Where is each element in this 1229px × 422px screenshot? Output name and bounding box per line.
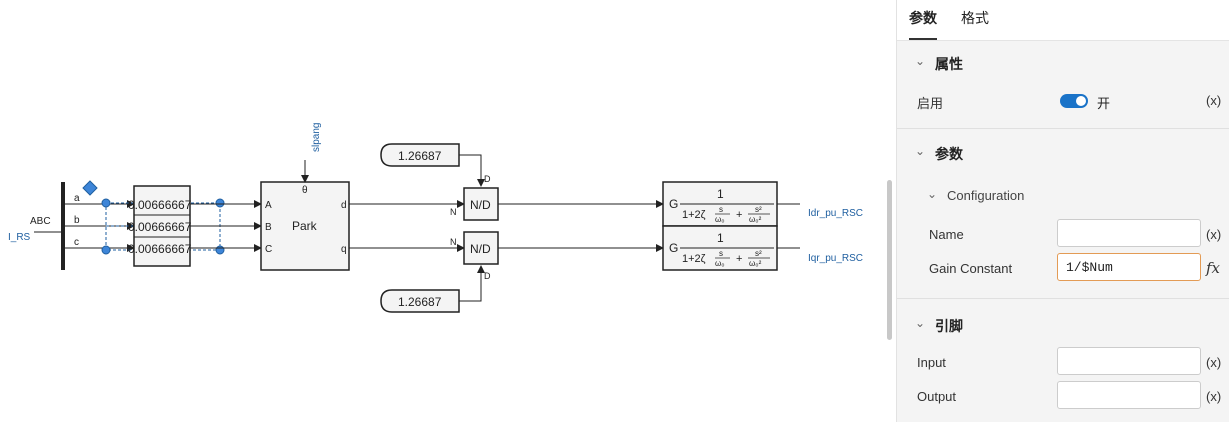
selection-handle[interactable] [101,245,111,255]
park-port-a: A [265,200,272,211]
name-label: Name [929,227,964,242]
chevron-down-icon: ⌄ [915,144,926,158]
section-properties-title: 属性 [935,56,963,72]
tab-format[interactable]: 格式 [961,10,989,26]
park-port-c: C [265,244,272,255]
section-pins-title: 引脚 [935,318,963,334]
properties-panel: 参数 格式 ⌄ 属性 启用 开 (x) ⌄ 参数 ⌄ Configuration… [896,0,1229,422]
park-transform-block[interactable] [260,181,350,271]
transfer-function-bottom[interactable]: G 1 1+2ζ s ω₀ + s² ω₀² [662,225,778,271]
name-expression-button[interactable]: (x) [1206,227,1222,242]
gain-constant-label: Gain Constant [929,261,1013,276]
phase-label-c: c [74,237,79,248]
tf-den-bottom: 1+2ζ [682,253,706,265]
tf-s-top: s [719,205,723,214]
divider-label-top: N/D [470,198,491,212]
gain-value-b: 0.00666667 [128,220,192,234]
active-tab-indicator [909,38,937,40]
output-pin-label: Output [917,389,957,404]
park-theta-port: θ [302,185,308,196]
constant-value-top: 1.26687 [398,149,442,163]
gain-block-group[interactable] [133,185,191,267]
divider-block-top[interactable] [463,187,499,221]
panel-tabs: 参数 格式 [897,0,1229,41]
transfer-function-top[interactable]: G 1 1+2ζ s ω₀ + s² ω₀² [662,181,778,227]
slip-angle-label[interactable]: slpang [311,123,322,152]
park-port-q: q [341,244,347,255]
output-pin-expression-button[interactable]: (x) [1206,389,1222,404]
selection-handle[interactable] [101,198,111,208]
input-pin-field[interactable] [1057,347,1201,375]
tf-num-bottom: 1 [717,231,724,245]
output-label-idr[interactable]: Idr_pu_RSC [808,208,863,219]
selection-handle[interactable] [215,198,225,208]
bus-label: ABC [30,216,51,227]
section-params-title: 参数 [935,146,963,162]
canvas-scrollbar[interactable] [887,180,892,340]
section-properties-header[interactable]: ⌄ 属性 [897,54,1229,74]
park-port-b: B [265,222,272,233]
divider-label-bottom: N/D [470,242,491,256]
tf-s2-top: s² [755,205,762,214]
divider-port-n-top: N [450,207,457,217]
constant-value-bottom: 1.26687 [398,295,442,309]
output-pin-field[interactable] [1057,381,1201,409]
tf-w0-top: ω₀ [715,215,725,224]
constant-block-bottom[interactable] [380,289,460,313]
divider-port-d-top: D [484,174,491,184]
phase-label-a: a [74,193,80,204]
config-group-title: Configuration [947,188,1025,203]
divider-port-n-bottom: N [450,237,457,247]
gain-value-a: 0.00666667 [128,198,192,212]
chevron-down-icon: ⌄ [915,316,926,330]
enable-expression-button[interactable]: (x) [1206,93,1222,108]
diagram-canvas[interactable]: I_RS ABC a b c 0.00666667 0.00666667 0.0… [0,0,895,422]
divider-port-d-bottom: D [484,271,491,281]
selection-handle[interactable] [215,245,225,255]
tf-gain-top: G [669,197,678,211]
enable-toggle[interactable] [1060,94,1088,108]
tf-w0-bottom: ω₀ [715,259,725,268]
input-pin-expression-button[interactable]: (x) [1206,355,1222,370]
tf-plus-top: + [736,209,742,221]
input-pin-label: Input [917,355,946,370]
selection-diamond-icon[interactable] [82,180,98,196]
chevron-down-icon: ⌄ [915,54,926,68]
config-group-header[interactable]: ⌄ Configuration [897,187,1229,207]
enable-label: 启用 [917,96,944,111]
tf-den-top: 1+2ζ [682,209,706,221]
tf-w02-top: ω₀² [749,215,762,224]
tf-s-bottom: s [719,249,723,258]
output-label-iqr[interactable]: Iqr_pu_RSC [808,253,863,264]
function-icon[interactable]: fx [1206,259,1221,277]
tf-plus-bottom: + [736,253,742,265]
phase-label-b: b [74,215,80,226]
chevron-down-icon: ⌄ [927,187,938,201]
bus-splitter[interactable] [61,182,65,270]
input-signal-label[interactable]: I_RS [8,232,31,243]
tf-s2-bottom: s² [755,249,762,258]
section-pins-header[interactable]: ⌄ 引脚 [897,316,1229,336]
tf-w02-bottom: ω₀² [749,259,762,268]
park-port-d: d [341,200,347,211]
constant-block-top[interactable] [380,143,460,167]
gain-constant-input[interactable] [1057,253,1201,281]
gain-value-c: 0.00666667 [128,242,192,256]
tf-gain-bottom: G [669,241,678,255]
name-input[interactable] [1057,219,1201,247]
tf-num-top: 1 [717,187,724,201]
tab-parameters[interactable]: 参数 [909,10,937,26]
enable-value: 开 [1097,96,1111,111]
section-params-header[interactable]: ⌄ 参数 [897,144,1229,164]
park-title: Park [292,219,318,233]
